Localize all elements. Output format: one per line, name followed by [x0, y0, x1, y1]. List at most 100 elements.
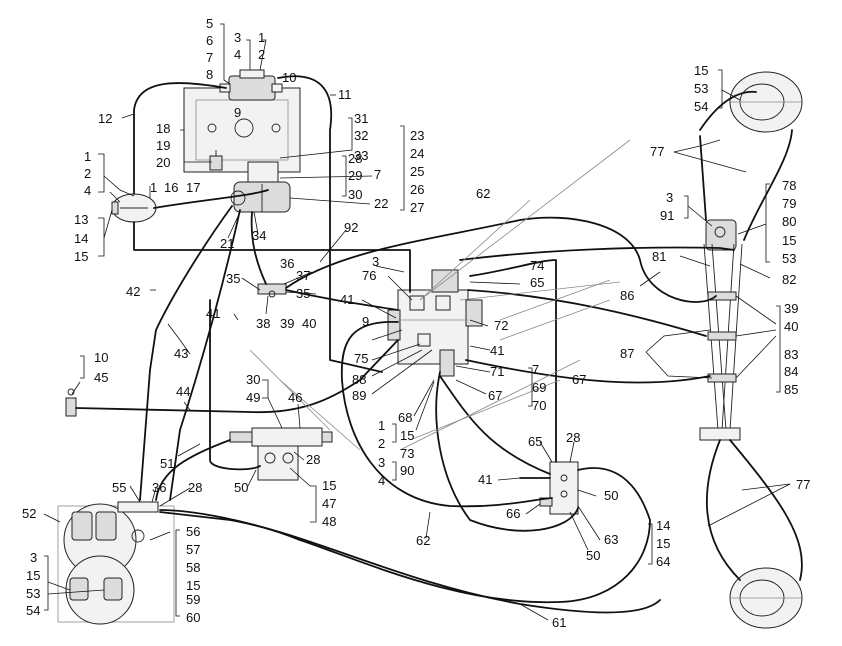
callout: 2: [258, 47, 265, 62]
callout: 68: [398, 410, 412, 425]
callout: 44: [176, 384, 190, 399]
callout: 79: [782, 196, 796, 211]
callout: 21: [220, 236, 234, 251]
reference-lines: [249, 139, 631, 451]
pedal-sensor-switch: [209, 150, 223, 171]
callout: 25: [410, 164, 424, 179]
callout: 59: [186, 592, 200, 607]
right-junction-block: [539, 461, 579, 515]
callout: 67: [488, 388, 502, 403]
callout: 87: [620, 346, 634, 361]
callout: 22: [374, 196, 388, 211]
callout: 36: [280, 256, 294, 271]
fluid-reservoir: [219, 69, 283, 101]
callout: 6: [206, 33, 213, 48]
callout: 9: [234, 105, 241, 120]
callout: 75: [354, 351, 368, 366]
callout: 77: [650, 144, 664, 159]
callout: 7: [532, 362, 539, 377]
callout: 15: [782, 233, 796, 248]
callout: 40: [784, 319, 798, 334]
callout: 54: [694, 99, 708, 114]
callout: 36: [152, 480, 166, 495]
callout: 10: [94, 350, 108, 365]
callout: 43: [174, 346, 188, 361]
callout: 83: [784, 347, 798, 362]
callout: 2: [84, 166, 91, 181]
callout: 7: [374, 167, 381, 182]
callout: 39: [280, 316, 294, 331]
callout: 5: [206, 16, 213, 31]
callout: 4: [378, 473, 385, 488]
callout: 14: [656, 518, 670, 533]
callout: 3: [372, 254, 379, 269]
callout: 41: [206, 306, 220, 321]
callout: 58: [186, 560, 200, 575]
callout: 1: [378, 418, 385, 433]
callout: 28: [306, 452, 320, 467]
callout: 65: [530, 275, 544, 290]
callout: 69: [532, 380, 546, 395]
tank-housing: [57, 501, 175, 625]
callout: 39: [784, 301, 798, 316]
callout: 15: [322, 478, 336, 493]
callout: 71: [490, 364, 504, 379]
callout: 53: [694, 81, 708, 96]
callout: 9: [362, 314, 369, 329]
callout: 40: [302, 316, 316, 331]
callout: 81: [652, 249, 666, 264]
front-tire-top: [729, 71, 803, 133]
callout: 27: [410, 200, 424, 215]
pump-valve-45: [65, 388, 77, 417]
callout: 62: [476, 186, 490, 201]
callout: 62: [416, 533, 430, 548]
callout: 4: [234, 47, 241, 62]
rear-distribution-block: [229, 427, 333, 481]
callout: 84: [784, 364, 798, 379]
callout: 4: [84, 183, 91, 198]
callout: 15: [26, 568, 40, 583]
callout: 64: [656, 554, 670, 569]
callout: 8: [206, 67, 213, 82]
callout: 37: [296, 268, 310, 283]
callout: 86: [620, 288, 634, 303]
callout: 80: [782, 214, 796, 229]
callout: 54: [26, 603, 40, 618]
callout: 56: [186, 524, 200, 539]
callout: 50: [604, 488, 618, 503]
front-tire-bottom: [729, 567, 803, 629]
callout: 74: [530, 258, 544, 273]
callout: 13: [74, 212, 88, 227]
callout: 3: [234, 30, 241, 45]
callout: 3: [30, 550, 37, 565]
axle-hose-rail: [699, 243, 743, 441]
callout: 46: [288, 390, 302, 405]
callout: 52: [22, 506, 36, 521]
callout: 61: [552, 615, 566, 630]
callout: 16: [164, 180, 178, 195]
callout: 7: [206, 50, 213, 65]
callout: 73: [400, 446, 414, 461]
callout: 15: [186, 578, 200, 593]
hose-support-clamp-top: [705, 219, 737, 251]
callout: 11: [338, 87, 352, 102]
callout: 33: [354, 148, 368, 163]
callout: 26: [410, 182, 424, 197]
brake-hoses: [75, 75, 803, 614]
callout: 78: [782, 178, 796, 193]
central-valve-block: [387, 269, 483, 377]
callout: 35: [226, 271, 240, 286]
callout: 41: [478, 472, 492, 487]
callout: 57: [186, 542, 200, 557]
callout: 23: [410, 128, 424, 143]
callout: 53: [782, 251, 796, 266]
callout: 3: [378, 455, 385, 470]
callout: 77: [796, 477, 810, 492]
callout: 38: [256, 316, 270, 331]
callout: 70: [532, 398, 546, 413]
callout: 1: [258, 30, 265, 45]
callout: 15: [656, 536, 670, 551]
callout: 92: [344, 220, 358, 235]
callout: 82: [782, 272, 796, 287]
